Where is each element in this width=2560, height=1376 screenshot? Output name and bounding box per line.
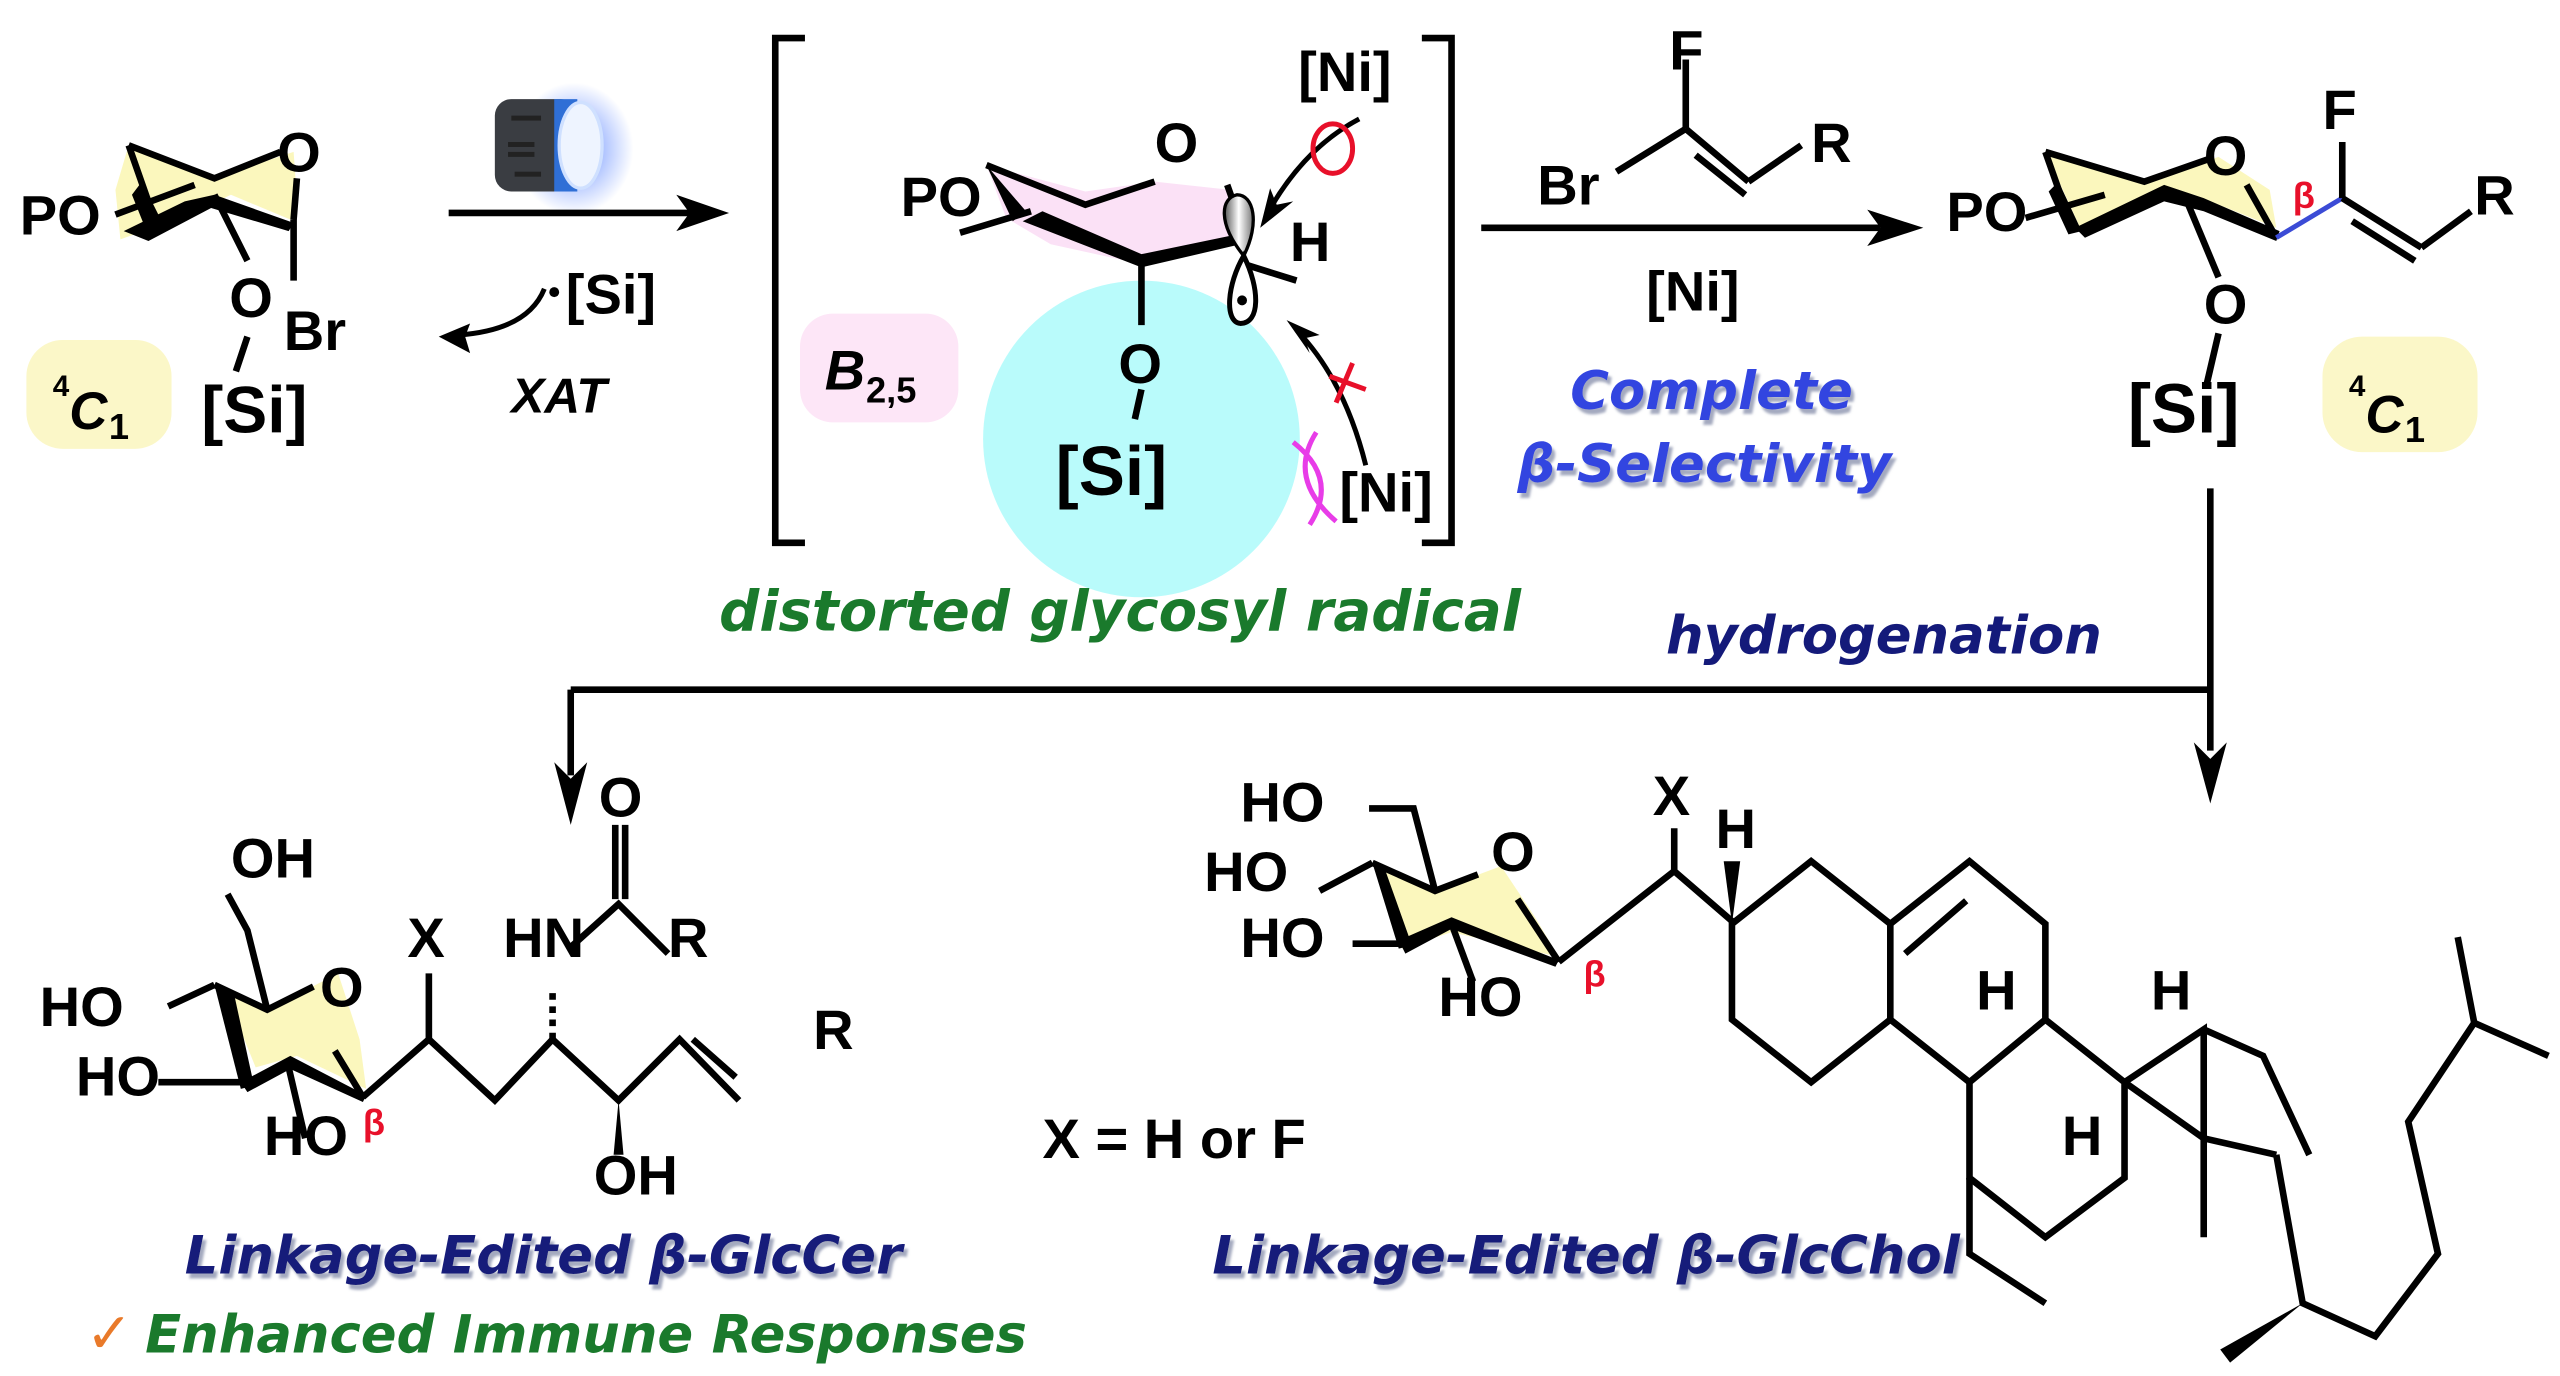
h9-label: H xyxy=(1976,959,2017,1022)
svg-text:B: B xyxy=(825,338,866,401)
new-c-c-bond xyxy=(2275,195,2344,240)
conformer-badge-b25: B 2,5 xyxy=(800,313,959,423)
ring-oxygen-label: O xyxy=(1155,111,1199,174)
silyl-group-label: [Si] xyxy=(1056,432,1168,510)
p-orbital-top-lobe xyxy=(1222,193,1255,259)
ho3-label: HO xyxy=(1240,906,1324,969)
anomeric-h-label: H xyxy=(1290,210,1330,273)
conformer-badge-4c1: 4 C 1 xyxy=(26,339,172,449)
step-1-xat: [Si] XAT xyxy=(438,82,730,424)
ho2-label: HO xyxy=(1438,965,1522,1028)
p-orbital-bottom-lobe xyxy=(1227,250,1259,326)
oh-label: OH xyxy=(594,1143,678,1206)
ni-top-label: [Ni] xyxy=(1298,40,1391,103)
conformer-badge-4c1: 4 C 1 xyxy=(2322,336,2478,453)
ring-oxygen-label: O xyxy=(1491,820,1535,883)
xat-label: XAT xyxy=(508,369,610,424)
x-label: X xyxy=(1653,764,1690,827)
chain-r-label: R xyxy=(813,998,854,1061)
intermediate-bracket xyxy=(771,34,1455,547)
svg-text:1: 1 xyxy=(109,406,129,447)
carbonyl-oxygen-label: O xyxy=(599,766,643,829)
ho2-label: HO xyxy=(264,1104,348,1167)
nickel-catalyst-label: [Ni] xyxy=(1646,259,1739,322)
hydrogenation-label: hydrogenation xyxy=(1666,605,2102,666)
step-2-coupling: F Br R [Ni] Complete β-Selectivity xyxy=(1481,18,1924,495)
glcchol-name: Linkage-Edited β-GlcChol xyxy=(1212,1226,1960,1287)
glccer-analog: OH HO HO HO O β X HN O R R OH Linkage-Ed… xyxy=(40,766,1027,1367)
blocked-pathway-x-icon xyxy=(1328,362,1367,404)
amide-r-label: R xyxy=(668,906,709,969)
selectivity-line-2: β-Selectivity xyxy=(1517,434,1895,495)
h14-label: H xyxy=(2151,959,2191,1022)
h8-label: H xyxy=(2062,1104,2103,1167)
silyl-steric-shield xyxy=(983,280,1300,598)
beta-label: β xyxy=(2293,175,2315,216)
selectivity-line-1: Complete xyxy=(1570,361,1853,422)
beta-label: β xyxy=(1584,954,1606,995)
x-label: X xyxy=(407,906,444,969)
hydrogenation-arrows: hydrogenation xyxy=(554,488,2227,825)
starting-material: PO O O Br [Si] 4 C 1 xyxy=(20,121,346,449)
pyranose-ring-fill xyxy=(214,973,367,1089)
ring-oxygen-label: O xyxy=(320,955,364,1018)
intermediate-caption: distorted glycosyl radical xyxy=(719,579,1522,644)
x-definition: X = H or F xyxy=(1042,1107,1305,1170)
reagent-bromine-label: Br xyxy=(1537,154,1599,217)
o2-label: O xyxy=(1118,332,1162,395)
po-label: PO xyxy=(1946,180,2027,243)
ho6-label: HO xyxy=(1240,771,1324,834)
disfavored-attack-arrow xyxy=(1294,328,1369,466)
distorted-glycosyl-radical: PO O H O [Si] [Ni] [Ni] B 2,5 distorted … xyxy=(719,40,1522,644)
ring-oxygen-label: O xyxy=(2204,124,2248,187)
svg-text:C: C xyxy=(2365,385,2404,444)
svg-text:C: C xyxy=(69,382,108,441)
bromine-label: Br xyxy=(284,299,346,362)
h3-label: H xyxy=(1715,797,1756,860)
o2-label: O xyxy=(229,266,273,329)
beta-label: β xyxy=(363,1102,385,1143)
svg-text:1: 1 xyxy=(2405,409,2425,450)
reagent-fluorine-label: F xyxy=(1669,18,1703,81)
silyl-radical-label: [Si] xyxy=(566,263,656,326)
silyl-group-label: [Si] xyxy=(201,372,307,446)
benefit-text: Enhanced Immune Responses xyxy=(145,1305,1027,1366)
glcchol-analog: HO HO HO HO O β X H H H H Linkage-Edited… xyxy=(1204,764,2550,1363)
check-icon: ✓ xyxy=(86,1302,133,1367)
silyl-group-label: [Si] xyxy=(2128,369,2240,447)
favored-attack-arrow xyxy=(1264,116,1361,216)
ho4-label: HO xyxy=(1204,840,1288,903)
radical-attack-curved-arrow xyxy=(458,287,547,338)
ho3-label: HO xyxy=(76,1044,160,1107)
po-label: PO xyxy=(20,183,101,246)
blue-led-lamp-icon xyxy=(494,82,634,215)
radical-dot xyxy=(549,287,560,298)
hn-label: HN xyxy=(503,906,584,969)
po-label: PO xyxy=(901,165,982,228)
fluorine-label: F xyxy=(2322,78,2356,141)
oh6-label: OH xyxy=(231,827,315,890)
svg-text:2,5: 2,5 xyxy=(866,370,916,411)
ni-bottom-label: [Ni] xyxy=(1339,461,1432,524)
steric-clash-icon xyxy=(1291,430,1338,527)
svg-text:4: 4 xyxy=(2349,370,2366,403)
svg-text:4: 4 xyxy=(53,370,70,403)
r-label: R xyxy=(2474,164,2515,227)
o2-label: O xyxy=(2204,272,2248,335)
allowed-pathway-circle-icon xyxy=(1310,121,1356,176)
reagent-r-label: R xyxy=(1811,111,1852,174)
c-glycoside-product: PO O O [Si] F R β 4 C 1 xyxy=(1946,78,2515,453)
ho4-label: HO xyxy=(40,975,124,1038)
glccer-name: Linkage-Edited β-GlcCer xyxy=(185,1226,905,1287)
ring-oxygen-label: O xyxy=(277,121,321,184)
